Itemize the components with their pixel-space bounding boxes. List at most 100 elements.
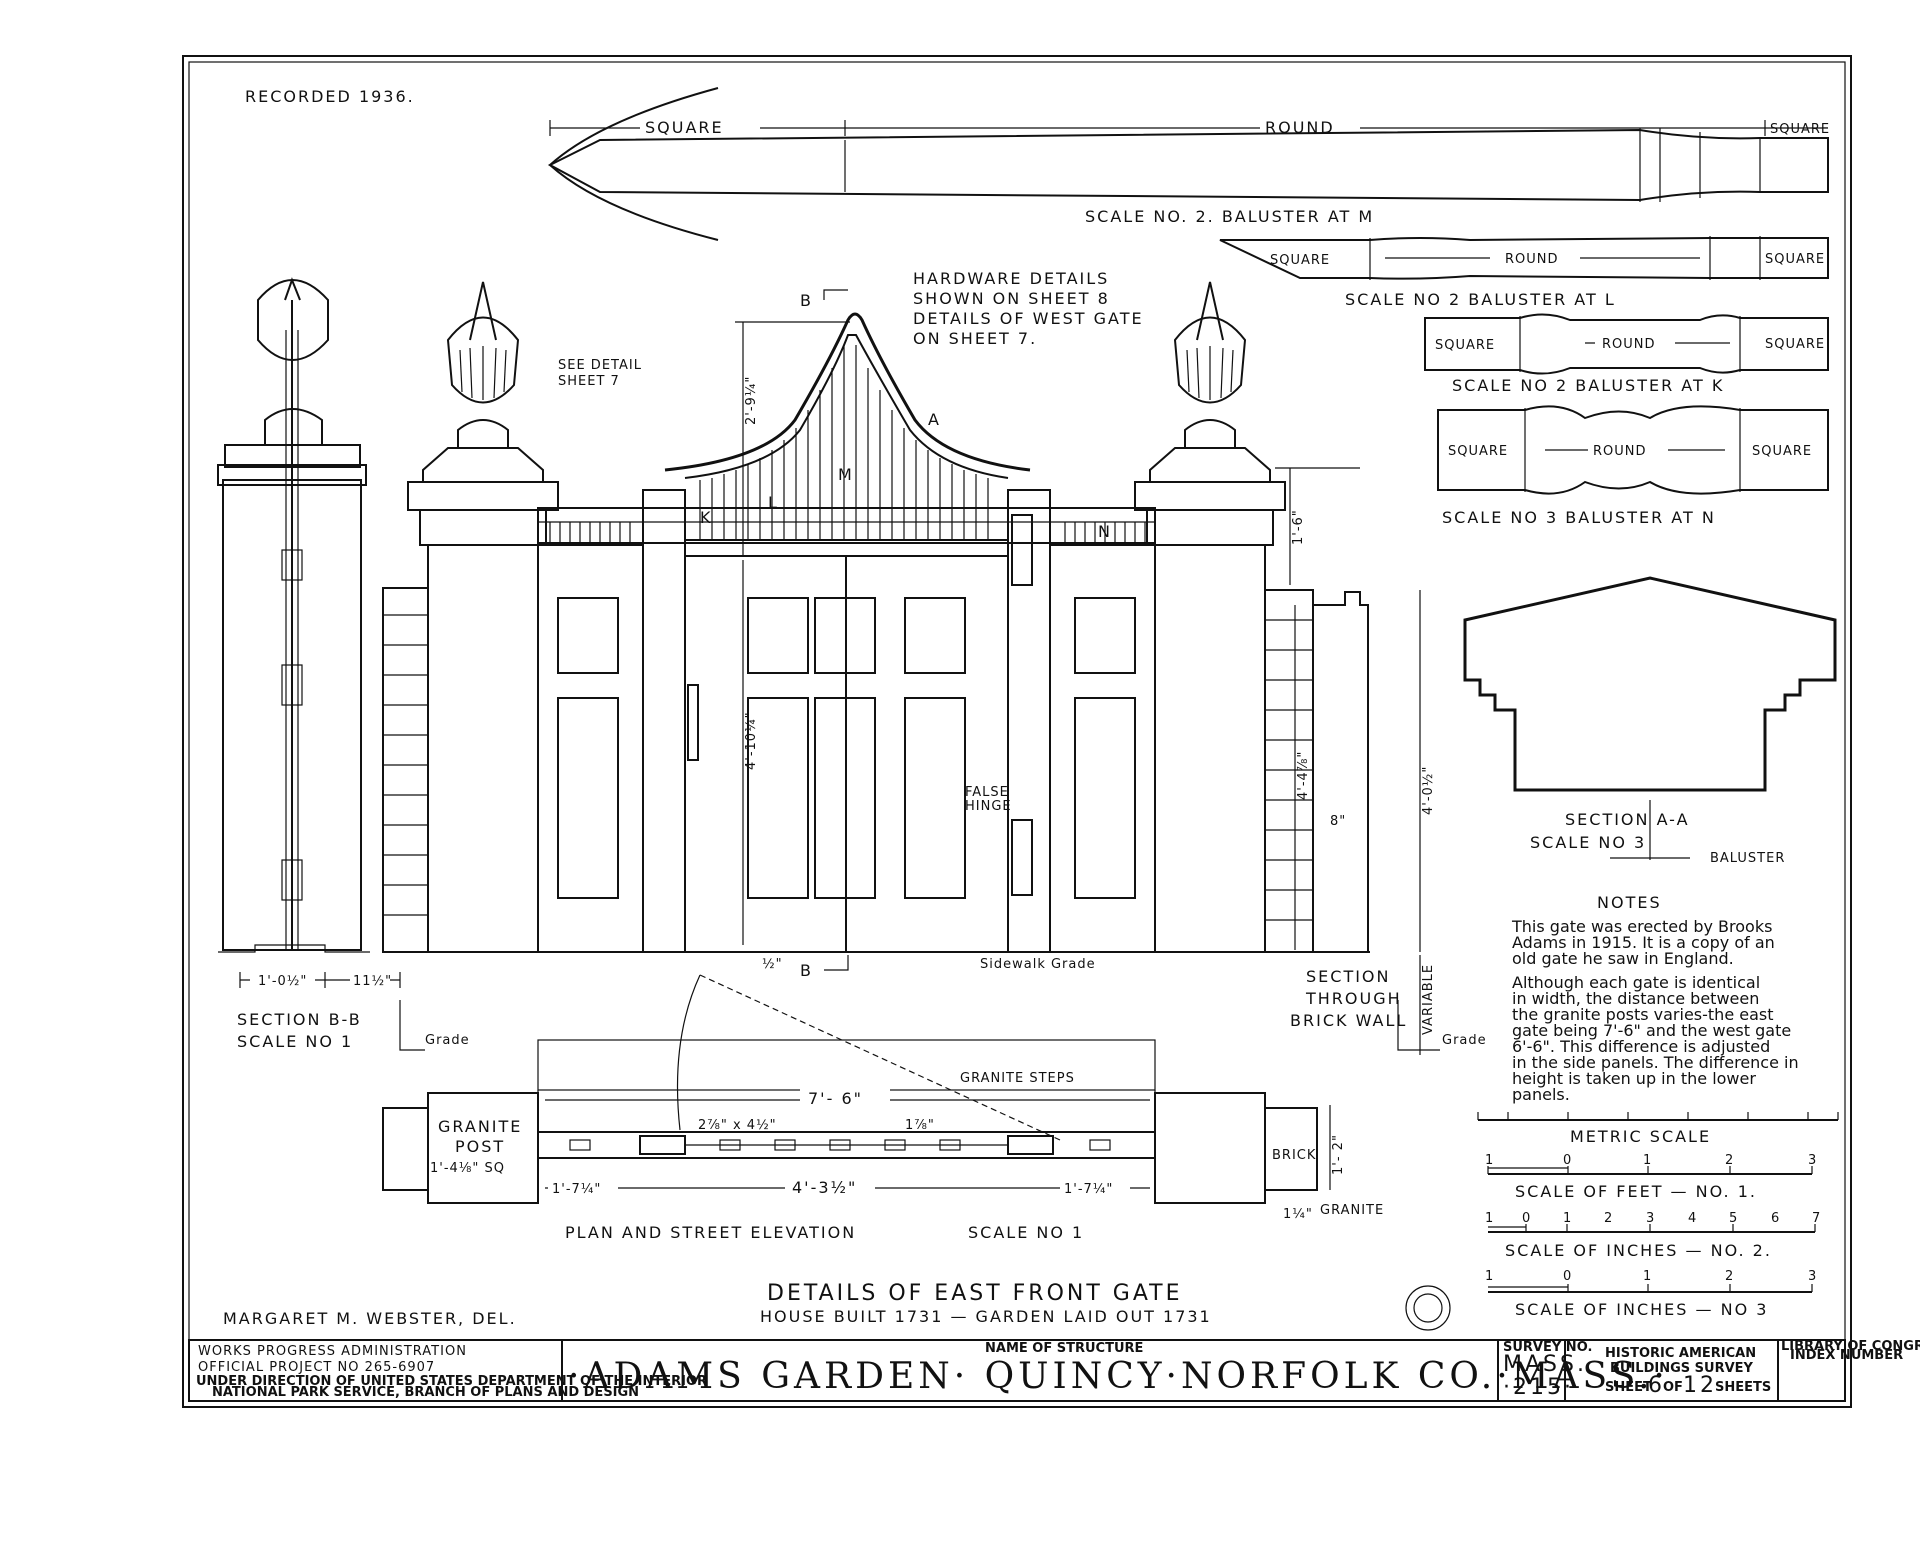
survey-seal [1405, 1285, 1451, 1331]
survey-no-label: SURVEY NO. [1503, 1340, 1592, 1355]
baluster-n-square-left: SQUARE [1448, 444, 1508, 459]
dim-plan-size: 2⅞" x 4½" [698, 1118, 777, 1133]
section-b-bottom: B [800, 961, 813, 980]
delineator: MARGARET M. WEBSTER, DEL. [223, 1309, 517, 1328]
dim-plan-right: 1'-7¼" [1064, 1182, 1113, 1197]
svg-text:5: 5 [1729, 1211, 1738, 1226]
notes-p2-line7: height is taken up in the lower [1512, 1069, 1756, 1088]
sidewalk-grade: Sidewalk Grade [980, 957, 1096, 972]
svg-text:0: 0 [1563, 1269, 1572, 1284]
baluster-l-square-right: SQUARE [1765, 252, 1825, 267]
graphic-scales: METRIC SCALE 1 0 1 2 3 SCALE OF FEET — N… [1477, 1112, 1839, 1319]
scale-inches3-label: SCALE OF INCHES — NO 3 [1515, 1300, 1768, 1319]
survey-no-1: MASS. [1503, 1352, 1587, 1377]
notes-p2-line3: the granite posts varies-the east [1512, 1005, 1774, 1024]
false-hinge-line2: HINGE [965, 799, 1012, 814]
section-wall-line3: BRICK WALL [1290, 1011, 1407, 1030]
svg-text:1: 1 [1643, 1153, 1652, 1168]
sheet-prefix: SHEET [1605, 1380, 1652, 1395]
gate-letter-l: L [768, 493, 779, 512]
scale-feet: 1 0 1 2 3 SCALE OF FEET — NO. 1. [1485, 1153, 1817, 1201]
granite-post-line1: GRANITE [438, 1117, 522, 1136]
dim-plan-quarter: 1¼" [1283, 1207, 1313, 1222]
section-wall-line2: THROUGH [1305, 989, 1402, 1008]
baluster-m-square-left: SQUARE [645, 118, 724, 137]
svg-text:2: 2 [1725, 1153, 1734, 1168]
gate-elevation: SEE DETAIL SHEET 7 [382, 269, 1487, 1055]
gate-letter-a: A [928, 410, 941, 429]
baluster-n-detail: SQUARE ROUND SQUARE SCALE NO 3 BALUSTER … [1437, 405, 1829, 527]
dim-eight: 8" [1330, 814, 1346, 829]
granite-steps-label: GRANITE STEPS [960, 1071, 1075, 1086]
grade-label-left: Grade [425, 1033, 470, 1048]
title-block: WORKS PROGRESS ADMINISTRATION OFFICIAL P… [188, 1339, 1920, 1402]
scale-inches2-label: SCALE OF INCHES — NO. 2. [1505, 1241, 1772, 1260]
recorded-note: RECORDED 1936. [245, 87, 415, 106]
baluster-k-square-left: SQUARE [1435, 338, 1495, 353]
scale-inches-3: 1 0 1 2 3 SCALE OF INCHES — NO 3 [1485, 1269, 1816, 1319]
hardware-note-line2: SHOWN ON SHEET 8 [913, 289, 1110, 308]
dim-panel-height: 4'-4⅞" [1296, 751, 1311, 800]
svg-text:3: 3 [1808, 1153, 1817, 1168]
hardware-note-line1: HARDWARE DETAILS [913, 269, 1109, 288]
hardware-note-line3: DETAILS OF WEST GATE [913, 309, 1144, 328]
brick-label: BRICK [1272, 1148, 1316, 1163]
dim-door-height: 4'-10¼" [744, 711, 759, 770]
dim-section-bb-1: 1'-0½" [258, 974, 307, 989]
notes-p2-line8: panels. [1512, 1085, 1570, 1104]
notes-p1-line3: old gate he saw in England. [1512, 949, 1734, 968]
dim-plan-small: 1⅞" [905, 1118, 935, 1133]
svg-text:0: 0 [1522, 1211, 1531, 1226]
section-aa-baluster: BALUSTER [1710, 851, 1785, 866]
sheet-number: 6 [1648, 1373, 1665, 1398]
section-bb-scale: SCALE NO 1 [237, 1032, 353, 1051]
grade-label-right: Grade [1442, 1033, 1487, 1048]
drawing-title: DETAILS OF EAST FRONT GATE [767, 1281, 1183, 1306]
loc-line1: LIBRARY OF CONGRESS [1781, 1339, 1920, 1354]
sheet-total: 12 [1683, 1373, 1717, 1398]
habs-line1: HISTORIC AMERICAN [1605, 1346, 1756, 1361]
notes-p2-line1: Although each gate is identical [1512, 973, 1760, 992]
svg-text:0: 0 [1563, 1153, 1572, 1168]
dim-section-bb-2: 11½" [353, 974, 392, 989]
section-aa-detail: SECTION A-A SCALE NO 3 BALUSTER [1463, 576, 1837, 866]
notes-p1-line1: This gate was erected by Brooks [1511, 917, 1772, 936]
baluster-l-square-left: SQUARE [1270, 253, 1330, 268]
section-bb-title: SECTION B-B [237, 1010, 362, 1029]
baluster-l-detail: SQUARE ROUND SQUARE SCALE NO 2 BALUSTER … [1219, 236, 1829, 309]
hardware-note-line4: ON SHEET 7. [913, 329, 1037, 348]
plan-caption: PLAN AND STREET ELEVATION [565, 1223, 856, 1242]
sheet-of: OF [1663, 1380, 1683, 1395]
dim-half-inch: ½" [762, 957, 783, 972]
granite-post-line3: 1'-4⅛" SQ [430, 1161, 505, 1176]
scale-feet-label: SCALE OF FEET — NO. 1. [1515, 1182, 1757, 1201]
notes-p1-line2: Adams in 1915. It is a copy of an [1512, 933, 1775, 952]
gate-letter-k: K [700, 508, 713, 527]
wpa-line4: NATIONAL PARK SERVICE, BRANCH OF PLANS A… [212, 1385, 639, 1400]
baluster-m-caption: SCALE NO. 2. BALUSTER AT M [1085, 207, 1374, 226]
svg-text:7: 7 [1812, 1211, 1821, 1226]
structure-name: ·ADAMS GARDEN· QUINCY·NORFOLK CO.·MASS.· [568, 1356, 1669, 1397]
notes-p2-line5: 6'-6". This difference is adjusted [1512, 1037, 1770, 1056]
wpa-line2: OFFICIAL PROJECT NO 265-6907 [198, 1360, 435, 1375]
notes-block: NOTES This gate was erected by Brooks Ad… [1511, 893, 1799, 1104]
dim-wall-height: 4'-0½" [1421, 766, 1436, 815]
baluster-m-detail: SQUARE ROUND SQUARE SCALE NO. 2. BALUSTE… [547, 87, 1830, 241]
loc-line2: INDEX NUMBER [1790, 1348, 1903, 1363]
dim-plan-left: 1'-7¼" [552, 1182, 601, 1197]
metric-scale-label: METRIC SCALE [1570, 1127, 1711, 1146]
baluster-m-square-right: SQUARE [1770, 122, 1830, 137]
granite-post-line2: POST [455, 1137, 505, 1156]
svg-text:4: 4 [1688, 1211, 1697, 1226]
name-of-structure-label: NAME OF STRUCTURE [985, 1341, 1143, 1356]
baluster-n-square-right: SQUARE [1752, 444, 1812, 459]
svg-text:6: 6 [1771, 1211, 1780, 1226]
wpa-line1: WORKS PROGRESS ADMINISTRATION [198, 1344, 467, 1359]
svg-text:2: 2 [1604, 1211, 1613, 1226]
svg-text:1: 1 [1643, 1269, 1652, 1284]
gate-letter-m: M [838, 465, 854, 484]
section-bb-drawing: 1'-0½" 11½" SECTION B-B SCALE NO 1 Grade [217, 277, 470, 1051]
notes-p2-line2: in width, the distance between [1512, 989, 1759, 1008]
svg-text:1: 1 [1485, 1153, 1494, 1168]
